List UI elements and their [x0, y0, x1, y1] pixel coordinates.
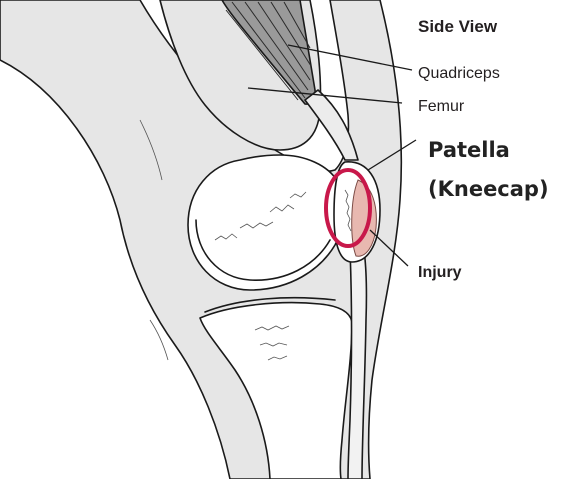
quadriceps-label: Quadriceps: [418, 65, 500, 82]
kneecap-label: (Kneecap): [428, 177, 549, 201]
patella-label: Patella: [428, 138, 510, 162]
femur-label: Femur: [418, 98, 465, 115]
diagram-title: Side View: [418, 17, 498, 36]
injury-label: Injury: [418, 264, 462, 281]
